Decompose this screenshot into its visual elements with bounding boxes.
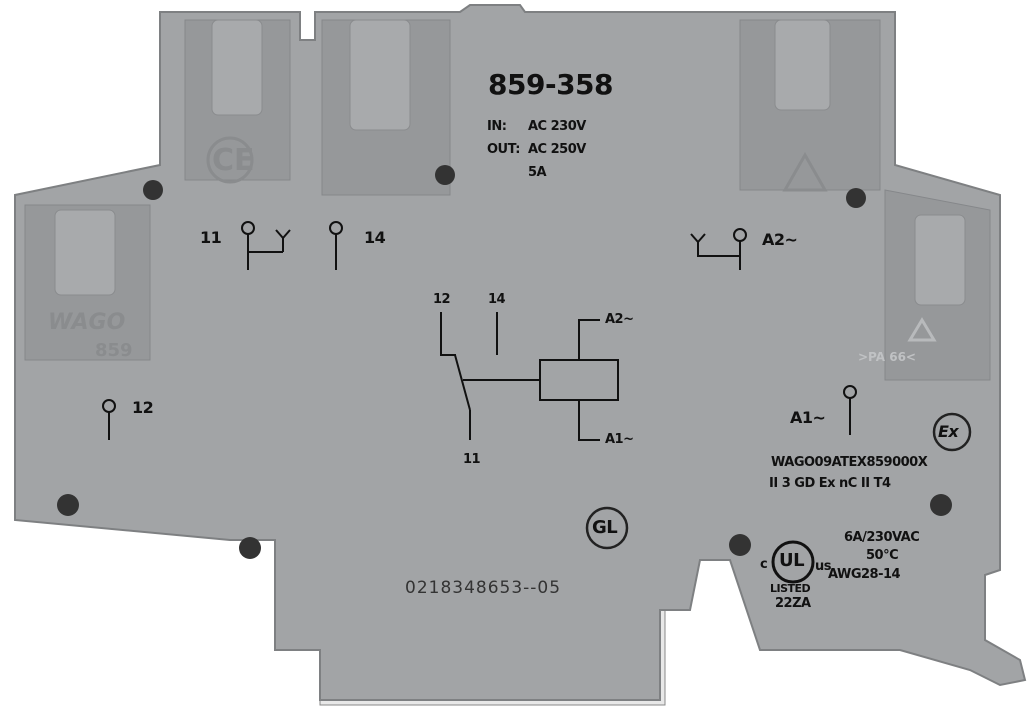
terminal-14: 14 <box>364 228 386 247</box>
schematic-a2: A2~ <box>605 312 634 327</box>
schematic-14: 14 <box>488 292 506 307</box>
ce-mark: CE <box>212 143 255 178</box>
recycle-icon <box>907 317 937 342</box>
current-rating: 5A <box>528 165 547 180</box>
rating: 6A/230VAC <box>844 530 920 545</box>
model-number: 859-358 <box>488 68 614 101</box>
ul-code: 22ZA <box>775 596 811 611</box>
ex-mark: Ex <box>938 422 959 441</box>
terminal-a1: A1~ <box>790 408 826 427</box>
atex-code: WAGO09ATEX859000X <box>771 455 928 470</box>
out-value: AC 250V <box>528 142 586 157</box>
ul-listed: LISTED <box>770 582 811 595</box>
recycle-mark: >PA 66< <box>858 350 916 364</box>
ce-mark-ring <box>206 136 254 184</box>
esd-warning-icon <box>782 151 828 192</box>
in-label: IN: <box>487 119 507 134</box>
series-number: 859 <box>95 340 133 361</box>
screw-dots <box>57 165 952 559</box>
gl-mark: GL <box>592 517 618 538</box>
schematic-11: 11 <box>463 452 481 467</box>
awg-range: AWG28-14 <box>828 567 901 582</box>
ex-mark-ring <box>932 412 972 452</box>
ex-classification: II 3 GD Ex nC II T4 <box>769 476 891 491</box>
ul-mark-ring <box>771 540 815 584</box>
ul-logo: UL <box>779 550 805 571</box>
temperature: 50°C <box>866 548 899 563</box>
schematic-12: 12 <box>433 292 451 307</box>
serial-number: 0218348653--05 <box>405 578 562 598</box>
schematic-a1: A1~ <box>605 432 634 447</box>
ul-us: us <box>815 559 832 574</box>
terminal-a2: A2~ <box>762 230 798 249</box>
ul-c: c <box>760 557 768 572</box>
terminal-11: 11 <box>200 228 222 247</box>
slot-openings <box>54 19 966 306</box>
gl-mark-ring <box>585 506 629 550</box>
in-value: AC 230V <box>528 119 586 134</box>
relay-schematic <box>102 221 857 441</box>
wago-logo: WAGO <box>48 310 126 335</box>
out-label: OUT: <box>487 142 520 157</box>
terminal-12: 12 <box>132 398 154 417</box>
